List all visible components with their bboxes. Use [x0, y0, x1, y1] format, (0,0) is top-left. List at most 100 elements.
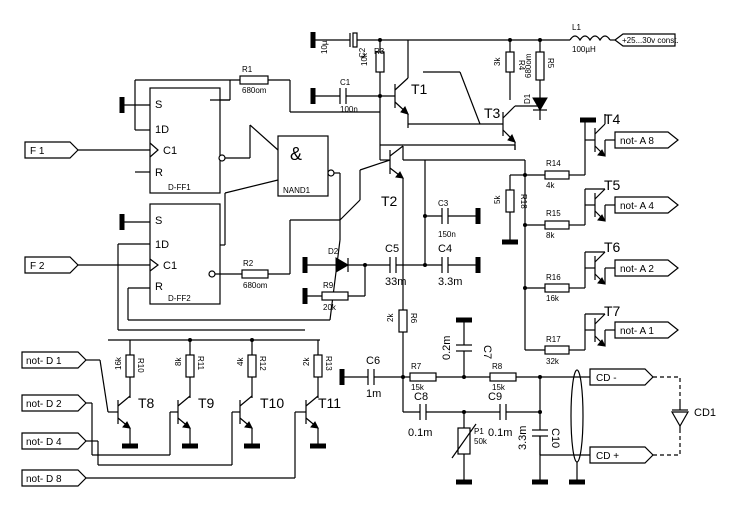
r12-label: R12 [258, 356, 267, 371]
r11-label: R11 [196, 356, 205, 371]
ff2-r: R [155, 281, 163, 293]
d8-label: not- D 8 [26, 474, 62, 485]
cd-minus-label: CD - [596, 373, 617, 384]
ff1-c: C1 [163, 145, 177, 157]
output-stage-a1: R17 32k not- A 1 T7 [525, 303, 679, 366]
input-f1: F 1 [24, 141, 110, 159]
r13-label: R13 [324, 356, 333, 371]
r17-value: 32k [546, 357, 560, 366]
c2-label: C2 [358, 47, 367, 58]
r16-value: 16k [546, 294, 560, 303]
input-f2: F 2 [24, 256, 110, 274]
r3-value: 10k [360, 52, 369, 66]
c6-value: 1m [366, 388, 381, 400]
r7-value: 15k [411, 383, 425, 392]
t9-label: T9 [198, 395, 215, 411]
nand-gate: & NAND1 [210, 99, 341, 321]
port-a1-label: not- A 1 [620, 326, 654, 337]
c3-value: 150n [438, 230, 456, 239]
ff1-d: 1D [155, 124, 169, 136]
ff1-s: S [155, 99, 162, 111]
r10-value: 16k [114, 356, 123, 370]
r18-label: R18 [519, 194, 528, 209]
r4-value: 3k [493, 57, 502, 66]
r9-label: R9 [323, 281, 334, 290]
t4-label: T4 [604, 111, 621, 127]
c4-label: C4 [438, 243, 452, 255]
capacitor-c9: C9 0.1m [488, 391, 540, 439]
supply-label: +25...30v const. [622, 36, 679, 45]
capacitor-c6: C6 1m [339, 355, 410, 400]
d1-label: not- D 1 [26, 356, 62, 367]
c7-label: C7 [481, 345, 493, 359]
r6-value: 2k [386, 313, 395, 322]
transistor-t3: T3 [408, 105, 541, 150]
r14-value: 4k [546, 181, 555, 190]
resistor-r4: R4 3k [493, 40, 526, 100]
r1-value: 680om [242, 86, 267, 95]
r16-label: R16 [546, 273, 561, 282]
r14-label: R14 [546, 159, 561, 168]
r6-label: R6 [409, 313, 418, 324]
potentiometer-p1: P1 50k [451, 412, 488, 485]
ff1-r: R [155, 167, 163, 179]
resistor-r1: R1 680om [135, 65, 380, 113]
resistor-r8: R8 15k [489, 362, 540, 392]
ff2-s: S [155, 215, 162, 227]
capacitor-c4: C4 3.3m [438, 243, 481, 288]
r5-value: 680om [524, 53, 533, 78]
capacitor-c10: C10 3.3m [517, 375, 561, 485]
cd1-label: CD1 [694, 407, 716, 419]
resistor-r5: R5 680om [524, 40, 555, 98]
driver-t11: not- D 8 R13 2k T11 [21, 340, 341, 487]
r15-label: R15 [546, 209, 561, 218]
r5-label: R5 [546, 58, 555, 69]
port-a2-label: not- A 2 [620, 264, 654, 275]
flipflop-ff1: S 1D C1 R D-FF1 [110, 80, 231, 194]
l1-value: 100µH [572, 45, 596, 54]
port-supply: +25...30v const. [614, 33, 679, 47]
diode-d2: D2 [302, 247, 390, 273]
driver-t9: not- D 2 R11 8k T9 [21, 340, 215, 456]
t2-label: T2 [381, 193, 398, 209]
f2-label: F 2 [30, 261, 45, 272]
resistor-r6: R6 2k [386, 205, 418, 412]
t5-label: T5 [604, 177, 621, 193]
transistor-t1: T1 [394, 40, 428, 128]
c5-value: 33m [385, 276, 406, 288]
t10-label: T10 [260, 395, 284, 411]
supply-section: 10µ C2 L1 100µH +25...30v const. [310, 23, 679, 58]
nand-name: NAND1 [283, 186, 311, 195]
p1-value: 50k [474, 437, 488, 446]
driver-t10: not- D 4 R12 4k T10 [21, 340, 284, 466]
r3-label: R3 [374, 47, 385, 56]
r15-value: 8k [546, 231, 555, 240]
r11-value: 8k [174, 357, 183, 366]
c4-value: 3.3m [438, 276, 462, 288]
c1-label: C1 [340, 78, 351, 87]
r12-value: 4k [236, 357, 245, 366]
r8-value: 15k [492, 383, 506, 392]
r17-label: R17 [546, 335, 561, 344]
t6-label: T6 [604, 239, 621, 255]
cd-plus-label: CD + [596, 451, 619, 462]
c8-label: C8 [414, 391, 428, 403]
c7-value: 0.2m [441, 336, 453, 360]
port-a8-label: not- A 8 [620, 136, 654, 147]
c8-value: 0.1m [408, 427, 432, 439]
f1-label: F 1 [30, 146, 45, 157]
r2-value: 680om [243, 281, 268, 290]
r13-value: 2k [302, 357, 311, 366]
d4-label: not- D 4 [26, 437, 62, 448]
output-stage-a4: R15 8k not- A 4 T5 [525, 177, 679, 240]
resistor-r2: R2 680om [215, 159, 391, 290]
c10-label: C10 [549, 428, 561, 448]
ff1-name: D-FF1 [168, 183, 191, 192]
ff2-c: C1 [163, 260, 177, 272]
resistor-r9: R9 20k [302, 265, 366, 312]
resistor-r3: R3 10k [360, 40, 385, 160]
t1-label: T1 [411, 81, 428, 97]
c1-value: 100n [340, 105, 358, 114]
d2-label: D2 [328, 247, 339, 256]
transistor-t2: T2 [380, 145, 525, 209]
